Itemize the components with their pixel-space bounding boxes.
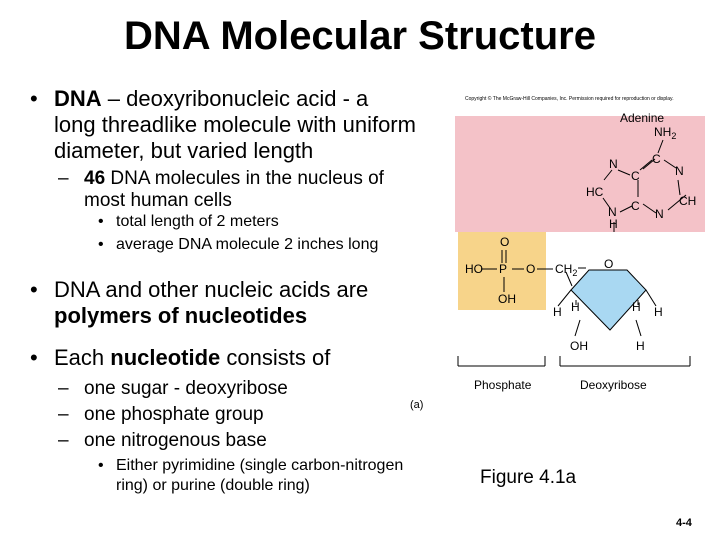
subsub-pyrimidine-purine: Either pyrimidine (single carbon-nitroge… [116, 456, 456, 496]
adenine-label: Adenine [620, 111, 664, 125]
nucleotide-post: consists of [220, 345, 331, 370]
dna-term: DNA [54, 86, 102, 111]
atom-c-top: C [652, 152, 661, 166]
pyrimidine-line2: ring) or purine (double ring) [116, 477, 310, 494]
atom-n-bottom: N [608, 205, 617, 219]
pyrimidine-line1: Either pyrimidine (single carbon-nitroge… [116, 457, 404, 474]
figure-caption: Figure 4.1a [480, 467, 577, 488]
atom-o-ring: O [604, 257, 613, 271]
deoxyribose-ring [570, 269, 647, 331]
bullet-marker-1: • [30, 86, 38, 111]
bullet-nucleotide: Each nucleotide consists of [54, 345, 464, 371]
atom-h-right: H [654, 305, 663, 319]
phosphate-bonds [481, 250, 573, 292]
adenine-atoms: C N N C HC CH C N H N [586, 152, 696, 231]
atom-h-inner-right: H [632, 300, 641, 314]
atom-ch2: CH2 [555, 262, 577, 278]
sub-dash-4: – [58, 430, 69, 451]
bullet-polymers: DNA and other nucleic acids are polymers… [54, 277, 464, 329]
atom-o-bridge: O [526, 262, 535, 276]
subsub-marker-3: • [98, 457, 104, 474]
polymers-of-nucleotides: polymers of nucleotides [54, 303, 308, 328]
part-brackets [457, 356, 691, 367]
bullet-dna-definition: DNA – deoxyribonucleic acid - a long thr… [54, 86, 464, 164]
atom-hc: HC [586, 185, 604, 199]
molecules-text: DNA molecules in the nucleus of [105, 168, 384, 189]
nucleotide-pre: Each [54, 345, 111, 370]
atom-h-bottom: H [609, 217, 618, 231]
copyright-text: Copyright © The McGraw-Hill Companies, I… [465, 95, 674, 102]
subsub-marker-1: • [98, 213, 104, 230]
atom-c-mid: C [631, 169, 640, 183]
sub-dash-1: – [58, 168, 69, 189]
phosphate-background [458, 232, 546, 310]
sugar-bonds [557, 267, 657, 337]
slide-number: 4-4 [676, 517, 693, 529]
slide-title: DNA Molecular Structure [124, 14, 596, 58]
atom-ch: CH [679, 194, 696, 208]
subsub-total-length: total length of 2 meters [116, 213, 279, 230]
phosphate-atoms: O HO P O CH2 OH [465, 235, 577, 306]
dna-definition-line2: long threadlike molecule with uniform [54, 112, 416, 137]
atom-oh-phosphate: OH [498, 292, 516, 306]
subsub-average-length: average DNA molecule 2 inches long [116, 236, 379, 253]
atom-h-bottom-right: H [636, 339, 645, 353]
deoxyribose-label: Deoxyribose [580, 378, 647, 392]
atom-h-inner-left: H [571, 300, 580, 314]
dna-definition-text: – deoxyribonucleic acid - a [101, 86, 369, 111]
nh2-label: NH2 [654, 125, 676, 141]
bullet-marker-3: • [30, 345, 38, 370]
adenine-ring-bonds [602, 139, 687, 232]
atom-c-low: C [631, 199, 640, 213]
atom-oh-bottom: OH [570, 339, 588, 353]
atom-n-left: N [609, 157, 618, 171]
part-phosphate: one phosphate group [84, 404, 264, 425]
atom-ho: HO [465, 262, 483, 276]
polymers-line1: DNA and other nucleic acids are [54, 277, 369, 302]
sugar-atoms: O H H H H OH H [553, 257, 663, 353]
nucleotide-term: nucleotide [110, 345, 221, 370]
molecules-line2: most human cells [84, 190, 232, 211]
atom-n-right: N [675, 164, 684, 178]
panel-label-a: (a) [410, 399, 423, 411]
bullet-marker-2: • [30, 277, 38, 302]
part-base: one nitrogenous base [84, 430, 267, 451]
sub-dash-2: – [58, 378, 69, 399]
atom-o-top: O [500, 235, 509, 249]
adenine-background [455, 116, 705, 232]
sub-dash-3: – [58, 404, 69, 425]
subsub-marker-2: • [98, 236, 104, 253]
phosphate-label: Phosphate [474, 378, 532, 392]
part-sugar: one sugar - deoxyribose [84, 378, 288, 399]
atom-p: P [499, 262, 507, 276]
count-46: 46 [84, 168, 106, 189]
sub-bullet-46-molecules: 46 DNA molecules in the nucleus of most … [84, 168, 424, 212]
atom-n-low-right: N [655, 207, 664, 221]
atom-h-left: H [553, 305, 562, 319]
dna-definition-line3: diameter, but varied length [54, 138, 314, 163]
